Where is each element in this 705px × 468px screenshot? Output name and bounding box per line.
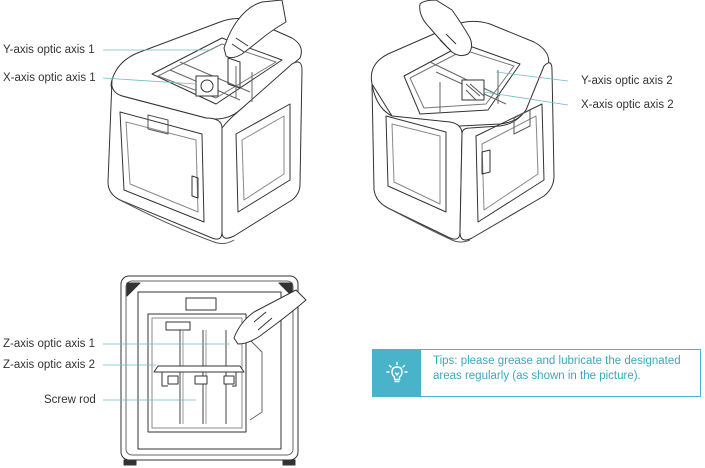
label-z-axis-optic-axis-1: Z-axis optic axis 1 bbox=[3, 338, 96, 350]
label-z-axis-optic-axis-2: Z-axis optic axis 2 bbox=[3, 359, 96, 371]
label-x-axis-optic-axis-1: X-axis optic axis 1 bbox=[3, 72, 96, 84]
tips-text: Tips: please grease and lubricate the de… bbox=[433, 355, 681, 382]
leader-y2 bbox=[495, 71, 569, 82]
tips-box: Tips: please grease and lubricate the de… bbox=[372, 349, 701, 397]
hand-illustration-left bbox=[223, 0, 287, 59]
leader-lines bbox=[102, 49, 569, 401]
label-screw-rod: Screw rod bbox=[44, 394, 96, 406]
label-y-axis-optic-axis-1: Y-axis optic axis 1 bbox=[3, 44, 95, 56]
hand-illustration-right bbox=[419, 0, 473, 57]
label-y-axis-optic-axis-2: Y-axis optic axis 2 bbox=[581, 75, 673, 87]
leader-x2 bbox=[483, 91, 569, 106]
printer-right-view bbox=[370, 20, 555, 243]
label-x-axis-optic-axis-2: X-axis optic axis 2 bbox=[581, 99, 674, 111]
hand-illustration-front bbox=[233, 289, 307, 345]
printer-left-view bbox=[107, 18, 303, 245]
leader-x1 bbox=[102, 77, 197, 85]
lightbulb-icon bbox=[373, 350, 421, 396]
